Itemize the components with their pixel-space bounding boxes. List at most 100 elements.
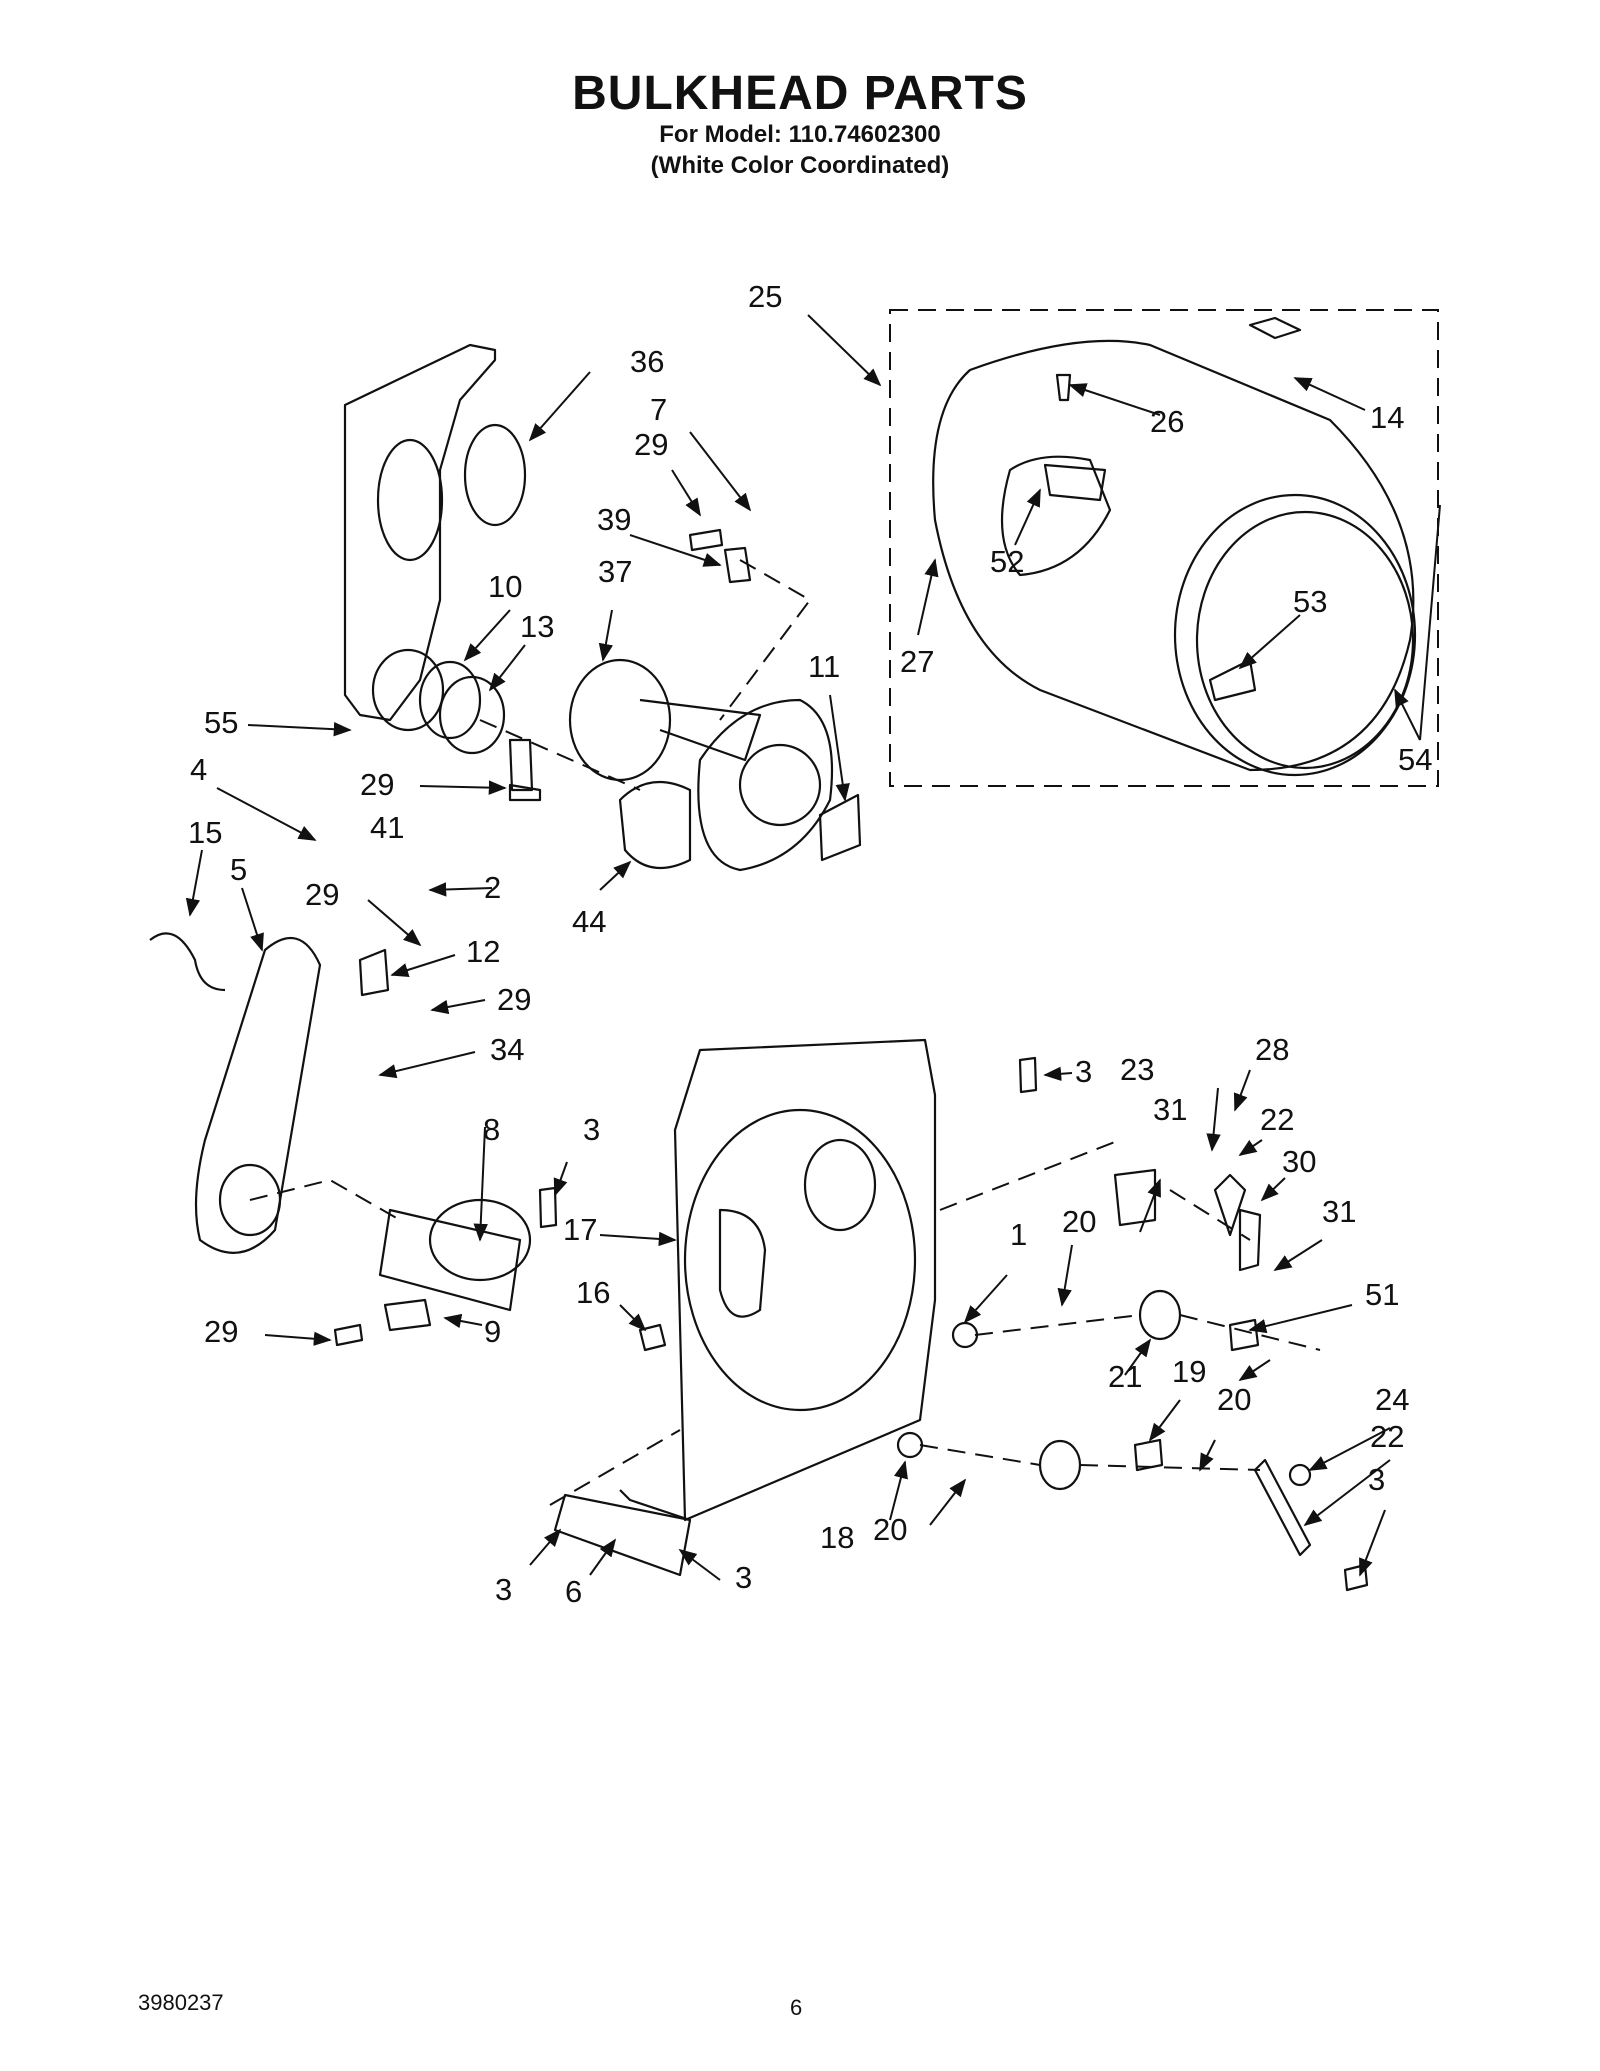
callout-3: 3 — [1075, 1054, 1092, 1089]
blower-housing-outlet — [371, 648, 445, 732]
drum-cutaway — [1000, 455, 1112, 577]
exhaust-duct — [428, 1198, 532, 1282]
callout-18: 18 — [820, 1520, 854, 1555]
callout-20: 20 — [1217, 1382, 1251, 1417]
bulkhead-opening — [683, 1108, 917, 1412]
leader — [1238, 1359, 1271, 1381]
front-bulkhead — [673, 1038, 937, 1522]
leader — [488, 644, 526, 692]
drum-vane-icon — [1208, 658, 1257, 702]
callout-6: 6 — [565, 1574, 582, 1609]
bulkhead-duct — [718, 1208, 767, 1318]
leader — [598, 609, 613, 662]
callout-11: 11 — [808, 649, 840, 684]
callout-32: 31 — [1153, 1092, 1187, 1127]
assembly-leader — [719, 559, 812, 721]
callout-labels: 25 36 7 29 39 37 10 13 55 26 14 52 53 27… — [188, 279, 1432, 1609]
leader — [1139, 1178, 1161, 1233]
assembly-leader — [479, 719, 641, 791]
leader — [629, 534, 722, 567]
callout-32: 31 — [1322, 1194, 1356, 1229]
leader — [378, 1051, 476, 1079]
blower-housing-port — [376, 438, 444, 562]
screw-icon — [1343, 1563, 1369, 1592]
drum-front-ring — [1173, 493, 1417, 777]
callout-15: 15 — [188, 815, 222, 850]
blower-housing — [343, 343, 497, 722]
callout-16: 16 — [576, 1275, 610, 1310]
leader — [241, 887, 264, 952]
leader — [963, 1274, 1008, 1324]
heater-housing-group — [149, 932, 532, 1332]
drum-shell — [932, 339, 1415, 772]
assembly-leaders — [249, 559, 1321, 1506]
motor-pulley — [738, 743, 822, 827]
leader — [1199, 1439, 1216, 1472]
roller-wheel — [1038, 1439, 1082, 1491]
leader — [264, 1331, 332, 1346]
leader — [1068, 383, 1161, 416]
callout-28: 22 — [1260, 1102, 1294, 1137]
idler-pulley-housing — [697, 698, 834, 872]
leader — [390, 954, 456, 977]
callout-30: 29 — [360, 767, 394, 802]
duct-body — [378, 1208, 522, 1312]
leader — [1248, 1304, 1353, 1334]
leader — [619, 1304, 647, 1332]
leader — [443, 1313, 483, 1329]
screw-icon — [688, 528, 724, 552]
retainer-washer-icon — [1288, 1463, 1312, 1487]
callout-13: 13 — [520, 609, 554, 644]
callout-36: 36 — [630, 344, 664, 379]
leader — [428, 882, 493, 897]
leader — [1260, 1177, 1286, 1202]
callout-1: 1 — [1010, 1217, 1027, 1252]
leader — [1124, 1338, 1152, 1376]
callout-52: 52 — [990, 544, 1024, 579]
leader — [463, 609, 511, 662]
leader — [589, 1538, 617, 1576]
callout-51: 51 — [1365, 1277, 1399, 1312]
screw-icon — [538, 1186, 558, 1229]
callout-20: 20 — [1062, 1204, 1096, 1239]
leader — [430, 999, 486, 1015]
screw-icon — [1018, 1056, 1038, 1094]
callout-29: 28 — [1255, 1032, 1289, 1067]
callout-3: 3 — [583, 1112, 600, 1147]
leader — [419, 780, 507, 795]
callout-30: 29 — [305, 877, 339, 912]
callout-22: 22 — [1370, 1419, 1404, 1454]
leader — [1394, 688, 1421, 741]
roller-wheel — [1138, 1289, 1182, 1341]
callout-9: 9 — [484, 1314, 501, 1349]
variant-subtitle: (White Color Coordinated) — [650, 152, 950, 179]
callout-44: 44 — [572, 904, 606, 939]
leader — [1359, 1509, 1386, 1577]
blower-housing-group — [343, 343, 862, 872]
callout-3: 3 — [495, 1572, 512, 1607]
drum-clip-icon — [1248, 316, 1302, 340]
assembly-leader — [1169, 1189, 1251, 1241]
thermostat-bracket-icon — [358, 948, 390, 997]
page-number: 6 — [790, 1995, 803, 2020]
lamp-cover-icon — [1238, 1208, 1262, 1272]
leader — [1293, 377, 1366, 411]
duct-clamp-icon — [383, 1298, 432, 1332]
leader — [917, 558, 939, 636]
callout-7: 7 — [650, 392, 667, 427]
leader — [599, 860, 632, 891]
callout-17: 17 — [563, 1212, 597, 1247]
leader — [1014, 488, 1041, 546]
thermal-fuse-icon — [818, 793, 862, 862]
hex-nut-icon — [638, 1323, 667, 1352]
leader — [1233, 1069, 1251, 1112]
lamp-bulb-icon — [1213, 1173, 1247, 1237]
drum-assembly-box — [889, 309, 1439, 787]
heater-outlet — [218, 1163, 282, 1237]
leader — [599, 1231, 677, 1247]
callout-12: 12 — [466, 934, 500, 969]
callout-41: 41 — [370, 810, 404, 845]
callout-26: 26 — [1150, 404, 1184, 439]
callout-3: 3 — [1368, 1462, 1385, 1497]
callout-21: 21 — [1108, 1359, 1142, 1394]
